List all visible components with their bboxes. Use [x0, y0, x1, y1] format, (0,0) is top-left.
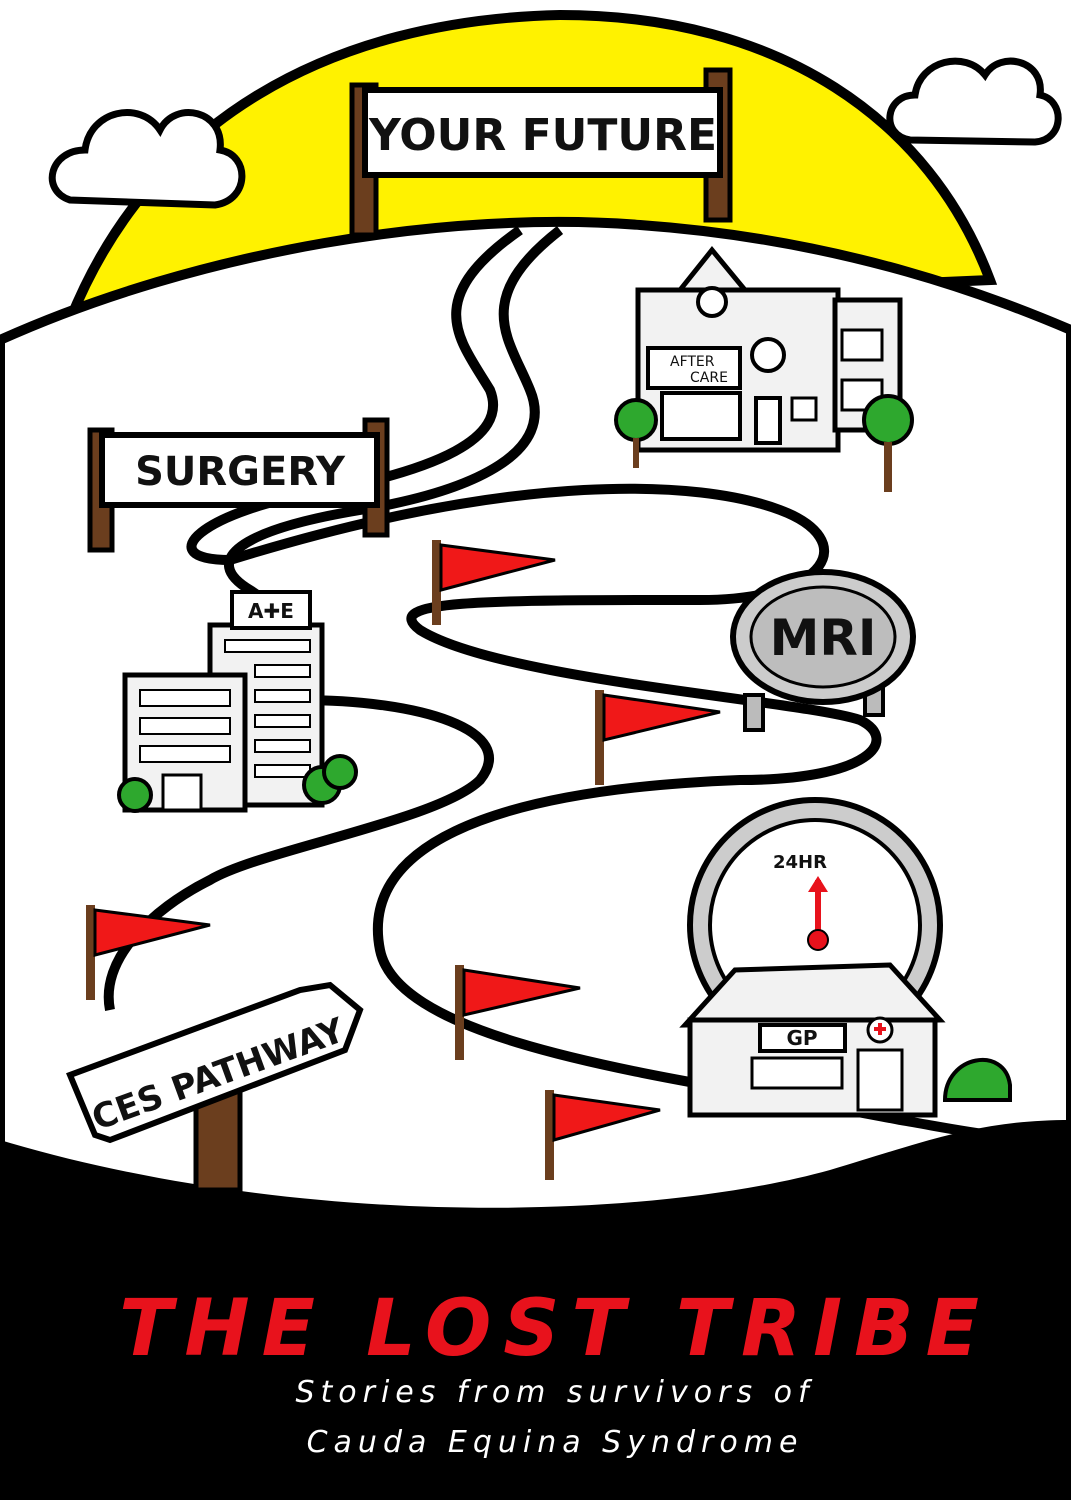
gp-label: GP — [786, 1026, 817, 1050]
surgery-label: SURGERY — [135, 449, 346, 495]
flag-icon — [455, 965, 581, 1060]
aftercare-label-2: CARE — [690, 370, 728, 386]
aftercare-building: AFTER CARE — [614, 246, 914, 492]
flag-icon — [545, 1090, 661, 1180]
cloud-left-icon — [48, 109, 246, 209]
red-flags — [86, 540, 721, 1180]
aftercare-label-1: AFTER — [670, 354, 715, 370]
surgery-sign: SURGERY — [87, 417, 390, 553]
subtitle-line-2: Cauda Equina Syndrome — [307, 1425, 804, 1460]
mri-scanner: MRI — [730, 569, 916, 732]
book-title: THE LOST TRIBE — [119, 1284, 991, 1374]
your-future-label: YOUR FUTURE — [368, 110, 717, 161]
gp-surgery: 24HR GP — [679, 797, 1012, 1118]
your-future-sign: YOUR FUTURE — [349, 67, 733, 238]
flag-icon — [432, 540, 556, 625]
subtitle-line-1: Stories from survivors of — [295, 1375, 814, 1410]
flag-icon — [86, 905, 211, 1000]
flag-icon — [595, 690, 721, 785]
ae-hospital: A✚E — [117, 590, 358, 813]
ae-label: A✚E — [248, 599, 294, 623]
clock-label: 24HR — [773, 852, 827, 873]
cloud-right-icon — [886, 57, 1062, 146]
black-ground — [0, 1120, 1071, 1500]
mri-label: MRI — [770, 609, 877, 667]
